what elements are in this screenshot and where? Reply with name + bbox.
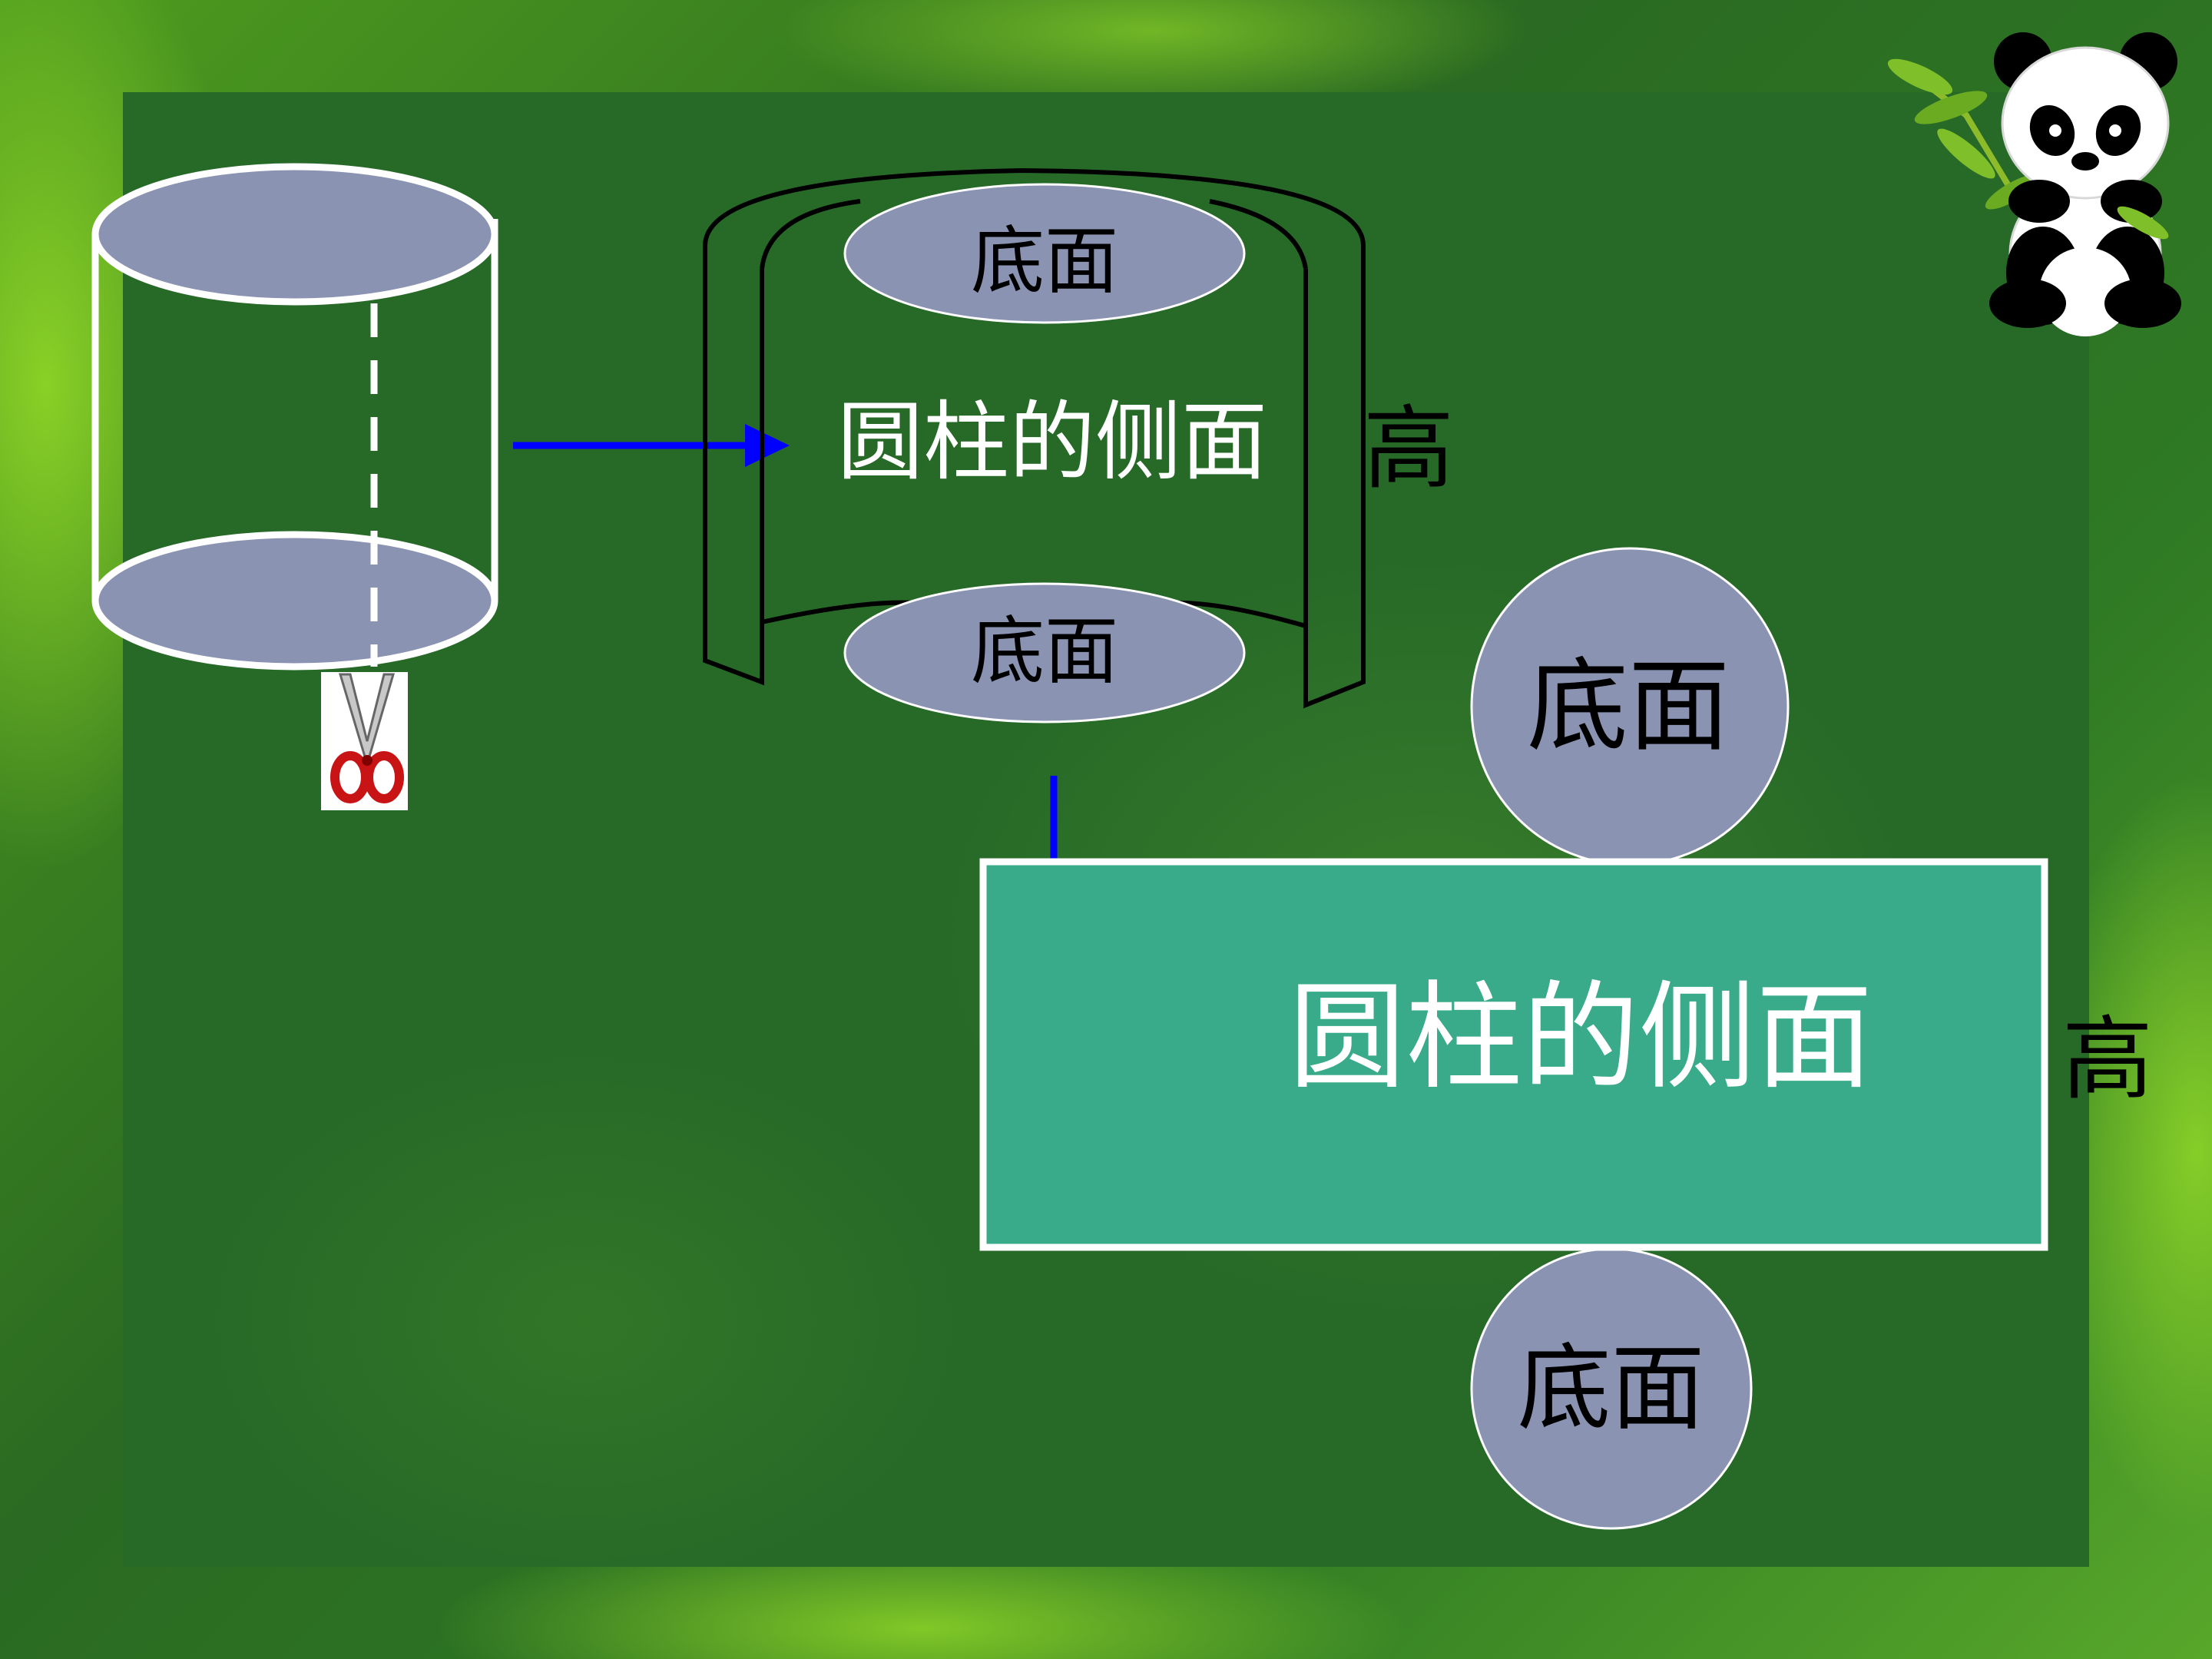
cylinder-unrolling [703,167,1366,724]
content-panel [123,92,2089,1567]
cylinder-3d [91,163,498,671]
lateral-surface-curve [703,167,1366,709]
base-bottom-label: 底面 [971,608,1118,694]
cylinder-net [979,547,2048,1530]
net-base-top-label: 底面 [1527,647,1730,766]
net-base-bottom-label: 底面 [1517,1333,1705,1443]
net-lateral-rectangle [979,858,2048,1251]
net-height-label: 高 [2062,1006,2154,1112]
base-bottom-ellipse [843,582,1246,724]
arrow-right [513,424,790,467]
lateral-surface-label: 圆柱的侧面 [837,392,1267,492]
cylinder-top-base [91,163,498,306]
base-top-ellipse [843,183,1246,324]
base-top-label: 底面 [971,218,1118,304]
cylinder-bottom-base [91,531,498,671]
panda-bamboo-icon [1887,32,2181,336]
net-lateral-surface-label: 圆柱的侧面 [1289,969,1873,1105]
scissors-icon [321,672,408,810]
height-label: 高 [1363,396,1455,502]
